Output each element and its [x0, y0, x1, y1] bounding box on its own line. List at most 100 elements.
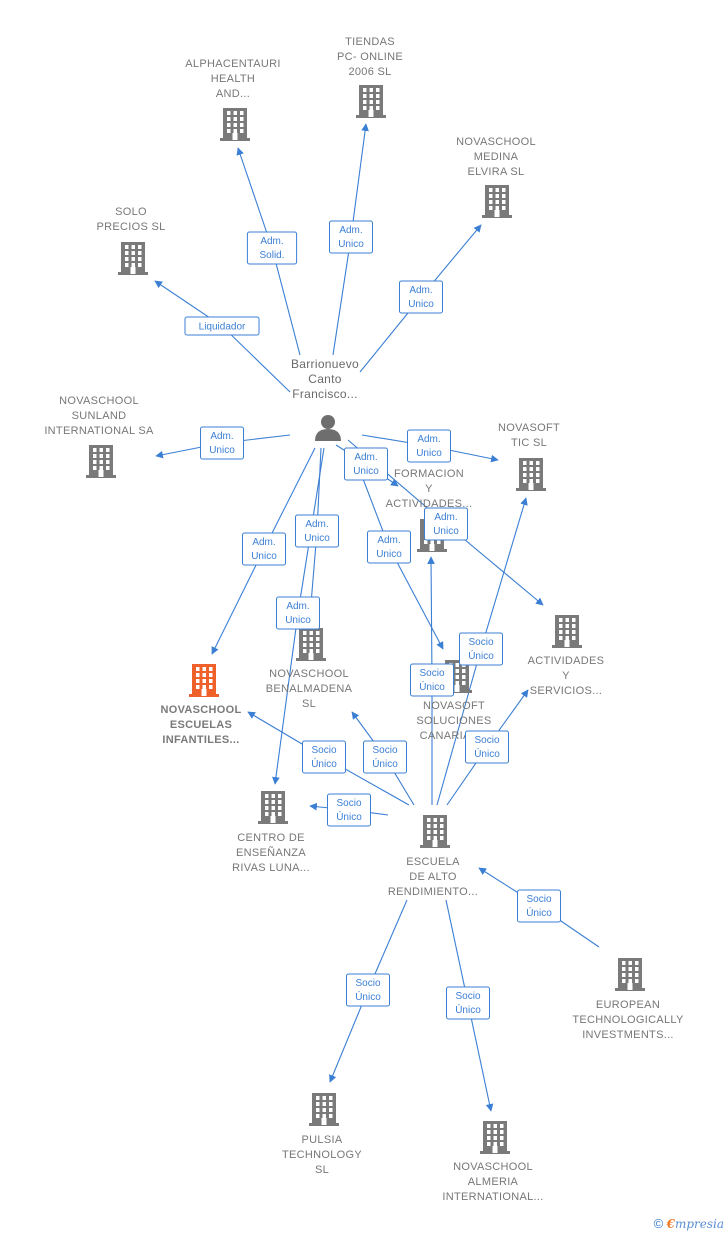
role-badge[interactable]: Adm.Unico	[344, 447, 388, 481]
role-badge-text: Único	[474, 747, 500, 760]
node-label-line: INTERNATIONAL SA	[44, 425, 154, 437]
role-badge[interactable]: Liquidador	[184, 316, 260, 336]
node-label-line: Barrionuevo	[291, 357, 359, 371]
role-badge-text: Unico	[376, 549, 402, 560]
role-badge-text: Socio	[355, 978, 380, 989]
role-badge[interactable]: Adm.Unico	[276, 596, 320, 630]
role-badge[interactable]: Adm.Unico	[200, 426, 244, 460]
node-european[interactable]: EUROPEANTECHNOLOGICALLYINVESTMENTS...	[572, 958, 684, 1041]
role-badge-text: Unico	[416, 448, 442, 459]
node-label-line: PRECIOS SL	[96, 221, 165, 233]
role-badge-box	[184, 316, 260, 336]
role-badge[interactable]: Adm.Unico	[242, 532, 286, 566]
node-label-line: TIENDAS	[345, 36, 395, 48]
role-badge-text: Socio	[455, 991, 480, 1002]
role-badge-text: Unico	[209, 445, 235, 456]
building-icon	[516, 458, 546, 491]
role-badge[interactable]: Adm.Unico	[399, 280, 443, 314]
node-label-line: MEDINA	[474, 151, 519, 163]
node-label-line: Y	[562, 670, 570, 682]
node-tiendas[interactable]: TIENDAS PC- ONLINE 2006 SL	[337, 36, 403, 118]
role-badge[interactable]: Adm.Unico	[329, 220, 373, 254]
role-badge-box	[276, 596, 320, 630]
node-label-line: ELVIRA SL	[468, 166, 525, 178]
footer-brand[interactable]: © €mpresia	[654, 1216, 724, 1231]
node-label-line: TECHNOLOGY	[282, 1149, 362, 1161]
building-icon	[86, 445, 116, 478]
copyright-symbol: ©	[653, 1216, 664, 1231]
node-label-line: NOVASCHOOL	[269, 668, 349, 680]
node-label-line: BENALMADENA	[266, 683, 353, 695]
role-badge-text: Adm.	[252, 537, 275, 548]
role-badge-text: Único	[526, 906, 552, 919]
building-icon	[420, 815, 450, 848]
node-almeria[interactable]: NOVASCHOOLALMERIAINTERNATIONAL...	[442, 1121, 543, 1203]
role-badge[interactable]: Adm. Unico	[295, 514, 339, 548]
role-badge-box	[200, 426, 244, 460]
building-icon	[118, 242, 148, 275]
role-badge[interactable]: Adm.Unico	[367, 530, 411, 564]
building-icon	[189, 664, 219, 697]
role-badge[interactable]: Adm.Solid.	[246, 231, 298, 265]
node-label-line: SL	[315, 1164, 329, 1176]
brand-name: mpresia	[674, 1217, 724, 1231]
node-label-line: NOVASCHOOL	[59, 395, 139, 407]
node-label-line: RIVAS LUNA...	[232, 862, 310, 874]
node-label-line: TIC SL	[511, 437, 547, 449]
building-icon	[482, 185, 512, 218]
node-label-line: ESCUELA	[406, 856, 460, 868]
node-label-line: TECHNOLOGICALLY	[572, 1014, 684, 1026]
role-badge-text: Socio	[468, 637, 493, 648]
node-person[interactable]: BarrionuevoCantoFrancisco...	[291, 357, 359, 441]
node-escuelas[interactable]: NOVASCHOOLESCUELASINFANTILES...	[160, 664, 241, 746]
role-badge-text: Único	[336, 810, 362, 823]
node-actividades[interactable]: ACTIVIDADESYSERVICIOS...	[528, 615, 605, 697]
role-badge[interactable]: Adm.Unico	[424, 507, 468, 541]
role-badge-text: Adm.	[434, 512, 457, 523]
role-badge-text: Unico	[304, 533, 330, 544]
node-label-line: ESCUELAS	[170, 719, 232, 731]
node-label-line: 2006 SL	[348, 66, 391, 78]
role-badge-box	[465, 730, 509, 764]
role-badge-box	[327, 793, 371, 827]
role-badge-box	[246, 231, 298, 265]
node-label-line: AND...	[216, 88, 250, 100]
role-badge-text: Socio	[336, 798, 361, 809]
role-badge[interactable]: Adm.Unico	[407, 429, 451, 463]
role-badge-text: Unico	[408, 299, 434, 310]
node-alphacentauri[interactable]: ALPHACENTAURIHEALTHAND...	[185, 58, 280, 141]
role-badge-box	[517, 889, 561, 923]
role-badge-text: Único	[455, 1003, 481, 1016]
node-label-line: NOVASCHOOL	[453, 1161, 533, 1173]
role-badge-text: Unico	[285, 615, 311, 626]
node-label-line: PC- ONLINE	[337, 51, 403, 63]
node-label-line: ALPHACENTAURI	[185, 58, 280, 70]
role-badge-text: Socio	[526, 894, 551, 905]
building-icon	[615, 958, 645, 991]
node-label-line: Francisco...	[292, 387, 358, 401]
building-icon	[552, 615, 582, 648]
role-badge-text: Adm.	[305, 519, 328, 530]
building-icon	[296, 628, 326, 661]
role-badge-box	[446, 986, 490, 1020]
role-badge-text: Único	[419, 680, 445, 693]
role-badge-box	[329, 220, 373, 254]
